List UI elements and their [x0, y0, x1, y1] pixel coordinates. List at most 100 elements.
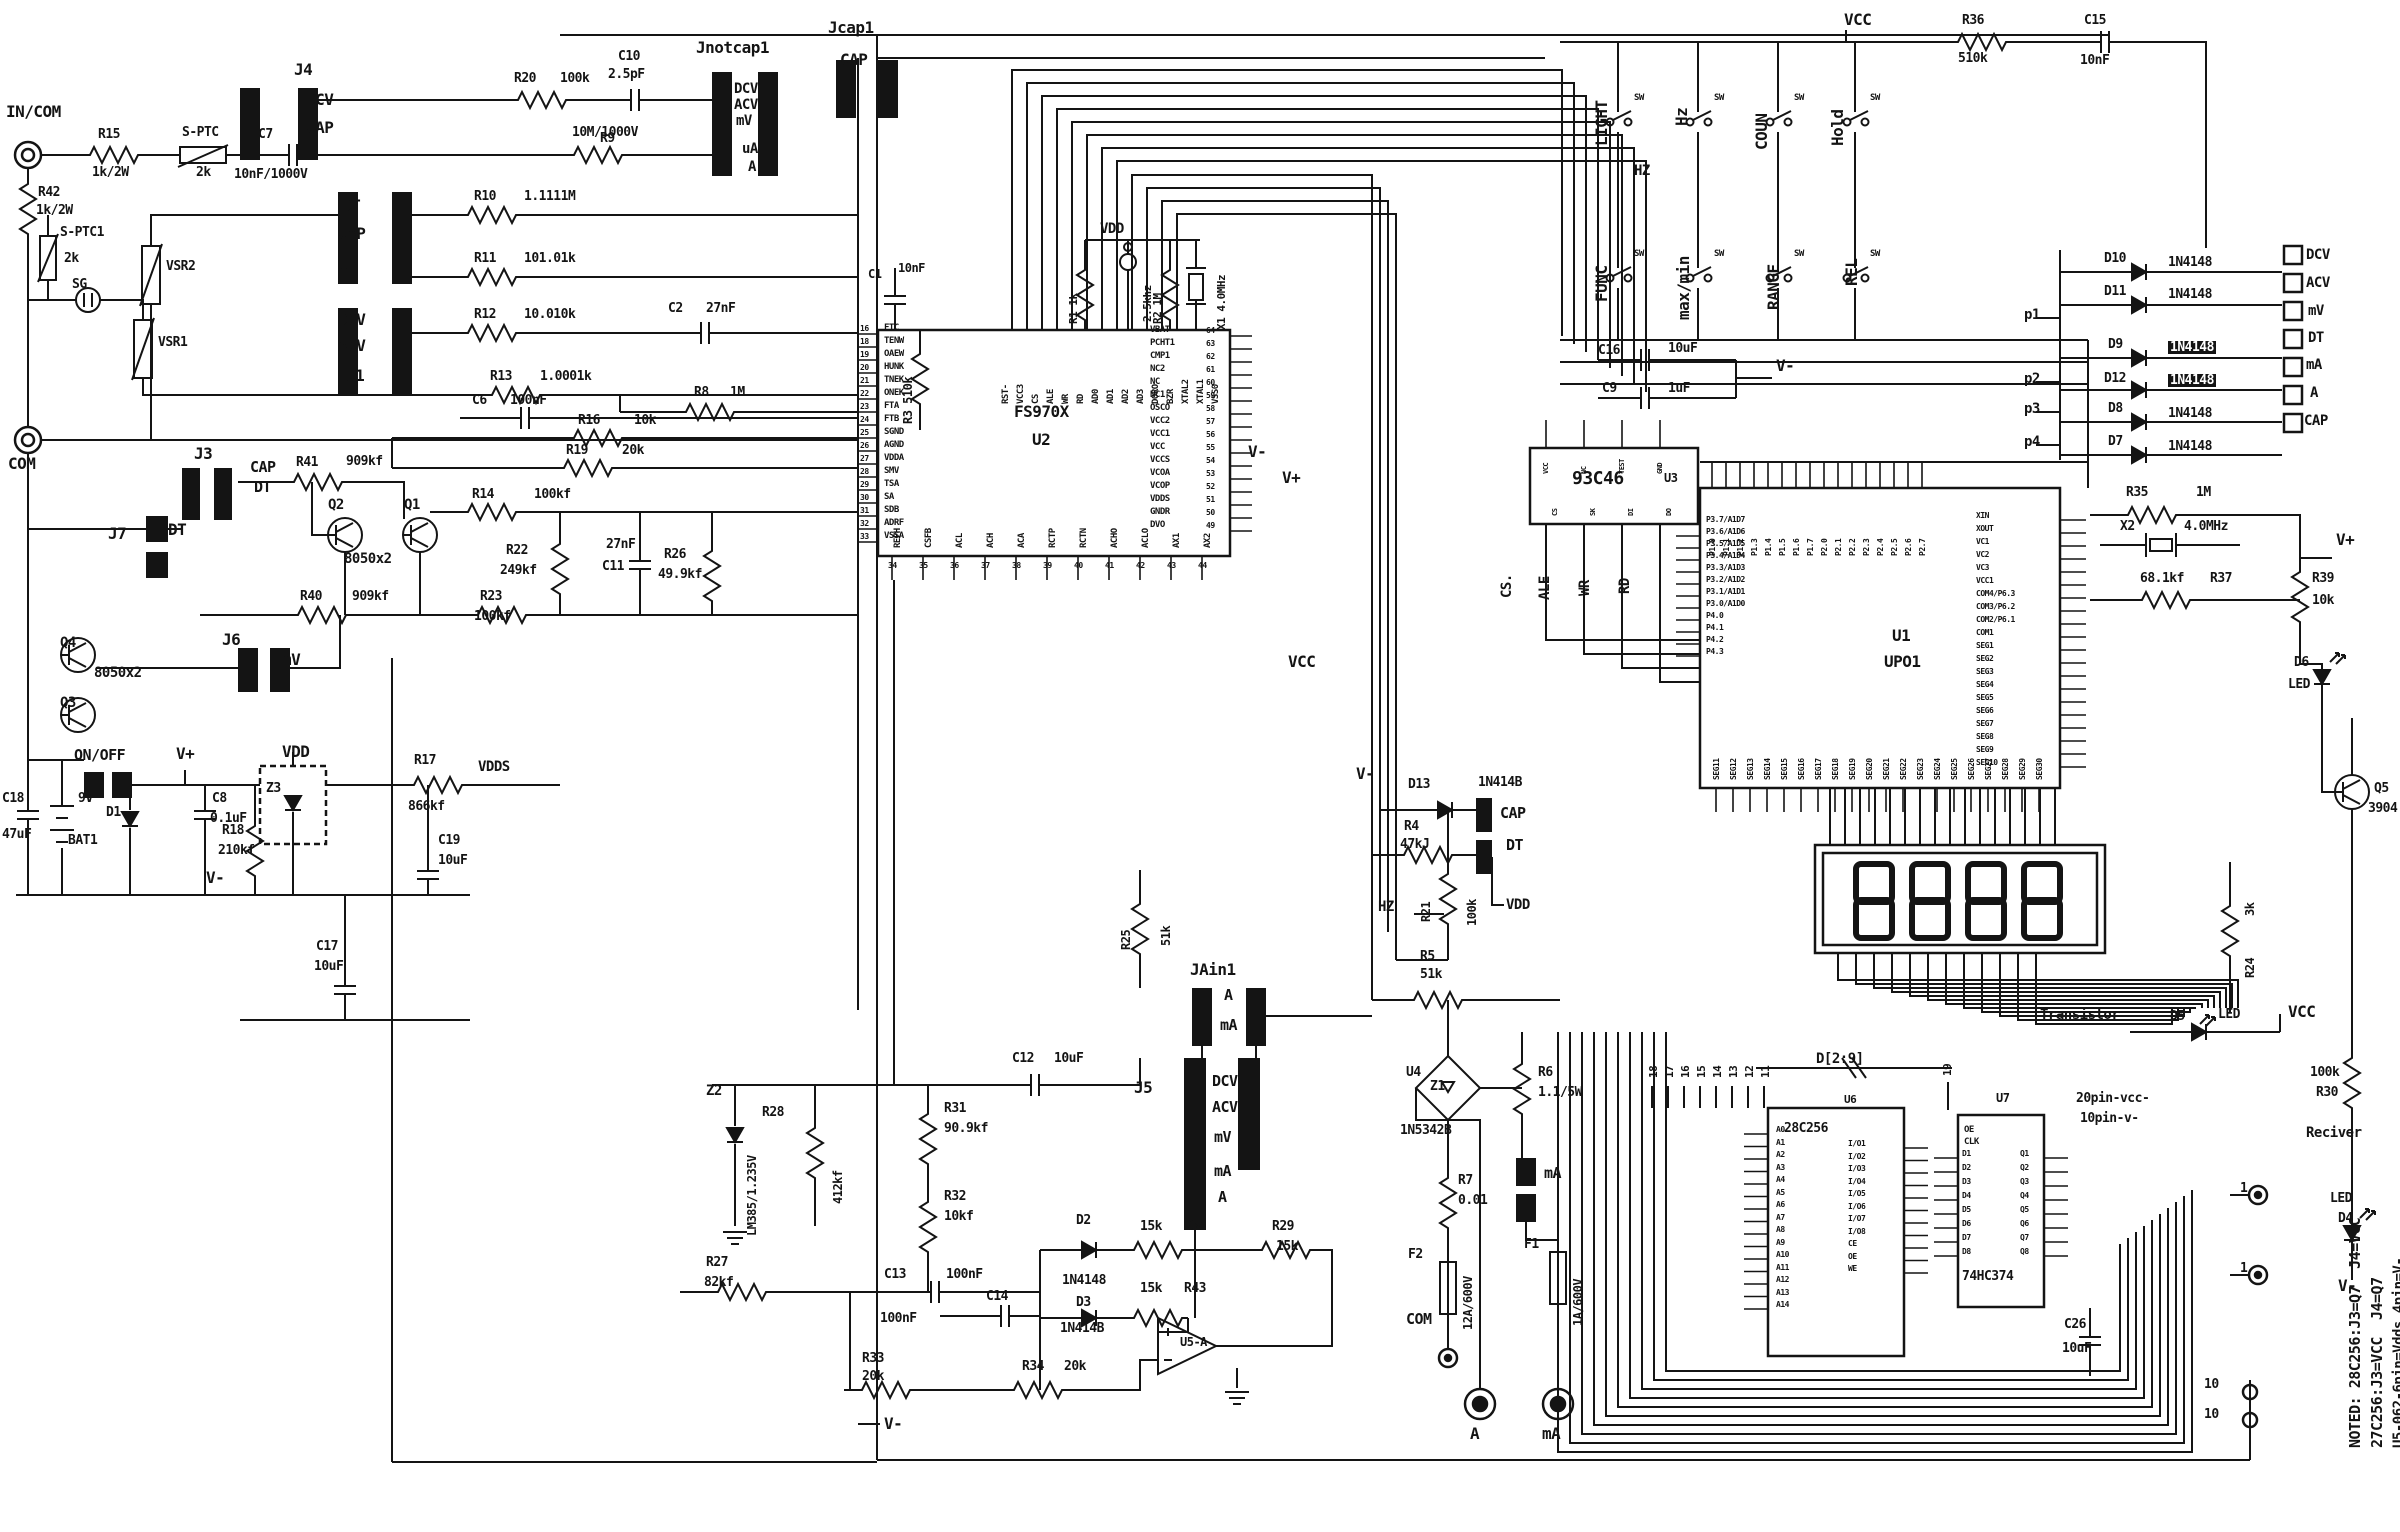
label-a9: A9 — [1776, 1237, 1785, 1247]
label-seg3: SEG3 — [1976, 667, 1994, 676]
label-ma: mA — [1544, 1164, 1562, 1182]
mode-box-mv — [2282, 300, 2304, 322]
label-d7: D7 — [1962, 1233, 1971, 1242]
label-18: 18 — [860, 337, 869, 346]
label-3k: 3k — [2243, 902, 2257, 916]
label-1-0001k: 1.0001k — [540, 369, 592, 384]
label-dvo: DVO — [1150, 520, 1165, 530]
label-p1: p1 — [2024, 307, 2040, 323]
label-31: 31 — [860, 506, 869, 515]
label-oe: OE — [1964, 1125, 1974, 1135]
label-seg16: SEG16 — [1797, 758, 1806, 780]
label-10uf: 10uF — [1054, 1051, 1084, 1066]
label-1m: 1M — [2196, 485, 2211, 500]
wires-right-column — [2090, 514, 2353, 1280]
label-10nf: 10nF — [898, 261, 925, 275]
label-10-010k: 10.010k — [524, 307, 576, 322]
label-vbat: VBAT — [1150, 325, 1170, 335]
label-vc1: VC1 — [1976, 537, 1989, 546]
label-j5: J5 — [1134, 1078, 1153, 1097]
terminal-ma — [1541, 1387, 1575, 1421]
label-dcv: DCV — [2306, 247, 2330, 263]
label-d7: D7 — [2108, 434, 2123, 449]
label-10k: 10k — [2312, 593, 2334, 608]
label-a13: A13 — [1776, 1287, 1789, 1297]
label-dt: DT — [254, 478, 272, 496]
label-2k: 2k — [196, 165, 211, 180]
jumper-jain1 — [1192, 988, 1212, 1046]
label-q5: Q5 — [2020, 1205, 2029, 1214]
label-10pin-v: 10pin-v- — [2080, 1111, 2139, 1126]
label-9v: 9V — [78, 791, 93, 806]
label-24: 24 — [860, 415, 869, 424]
label-vcc: VCC — [1844, 10, 1872, 29]
label-d2: D2 — [1962, 1163, 1971, 1172]
label-seg6: SEG6 — [1976, 706, 1994, 715]
label-100k: 100k — [1465, 899, 1479, 926]
label-r37: R37 — [2210, 571, 2232, 586]
label-a6: A6 — [1776, 1200, 1785, 1209]
label-ad3: AD3 — [1136, 389, 1146, 404]
label-sg: SG — [72, 277, 87, 292]
label-20pin-vcc: 20pin-vcc- — [2076, 1091, 2150, 1106]
label-c16: C16 — [1598, 343, 1620, 358]
label-r14: R14 — [472, 487, 494, 502]
label-com: COM — [8, 454, 36, 473]
label-p2-4: P2.4 — [1876, 538, 1885, 556]
label-r28: R28 — [762, 1105, 784, 1120]
label-p1-4: P1.4 — [1764, 538, 1773, 556]
label-1n4148: 1N4148 — [2168, 255, 2212, 270]
label-p3-6-a1d6: P3.6/A1D6 — [1706, 527, 1745, 536]
label-q4: Q4 — [60, 635, 76, 651]
label-10uf: 10uF — [2062, 1341, 2092, 1356]
label-v: V- — [206, 868, 225, 887]
label-r6: R6 — [1538, 1065, 1553, 1080]
label-u7: U7 — [1996, 1091, 2010, 1105]
label-r22: R22 — [506, 543, 528, 558]
label-17: 17 — [1663, 1065, 1676, 1078]
label-51k: 51k — [1159, 925, 1173, 946]
label-14: 14 — [1711, 1065, 1724, 1078]
label-4-0mhz: 4.0MHz — [2184, 519, 2228, 534]
label-c7: C7 — [258, 127, 273, 142]
label-gnd: GND — [1656, 462, 1664, 474]
label-r34: R34 — [1022, 1359, 1044, 1374]
label-seg14: SEG14 — [1763, 758, 1772, 780]
label-vsr1: VSR1 — [158, 335, 188, 350]
label-49-9kf: 49.9kf — [658, 567, 702, 582]
label-d8: D8 — [1962, 1247, 1971, 1256]
label-seg9: SEG9 — [1976, 745, 1994, 754]
label-i-o3: I/O3 — [1848, 1164, 1866, 1173]
pad-conn-1b — [2247, 1264, 2269, 1286]
label-19: 19 — [1941, 1063, 1954, 1076]
u1-chip-body — [1698, 486, 2062, 790]
label-z1: Z1 — [1430, 1079, 1445, 1094]
label-34: 34 — [888, 561, 897, 570]
label-hz: HZ — [1378, 899, 1394, 915]
label-57: 57 — [1206, 417, 1215, 426]
label-d3: D3 — [1076, 1295, 1091, 1310]
label-q8: Q8 — [2020, 1247, 2029, 1256]
label-a1: A1 — [1776, 1137, 1785, 1147]
ptc1-body — [39, 235, 57, 281]
label-10: 10 — [2204, 1407, 2219, 1422]
label-100nf: 100nF — [880, 1311, 917, 1326]
label-a11: A11 — [1776, 1262, 1789, 1272]
label-seg30: SEG30 — [2035, 758, 2044, 780]
label-22: 22 — [860, 389, 869, 398]
label-c13: C13 — [884, 1267, 906, 1282]
label-com: COM — [1406, 1310, 1432, 1328]
label-38: 38 — [1012, 561, 1021, 570]
label-vcc: VCC — [1542, 462, 1550, 474]
jumper-j2 — [338, 192, 358, 284]
label-mv: mV — [1214, 1128, 1232, 1146]
label-acho: ACHO — [1110, 528, 1120, 548]
label-10: 10 — [2204, 1377, 2219, 1392]
label-rel: REL — [1842, 258, 1861, 286]
label-d2: D2 — [1076, 1213, 1091, 1228]
label-ma: mA — [2306, 357, 2322, 373]
label-pcht1: PCHT1 — [1150, 338, 1175, 348]
label-10uf: 10uF — [438, 853, 468, 868]
label-q5: Q5 — [2374, 781, 2389, 796]
